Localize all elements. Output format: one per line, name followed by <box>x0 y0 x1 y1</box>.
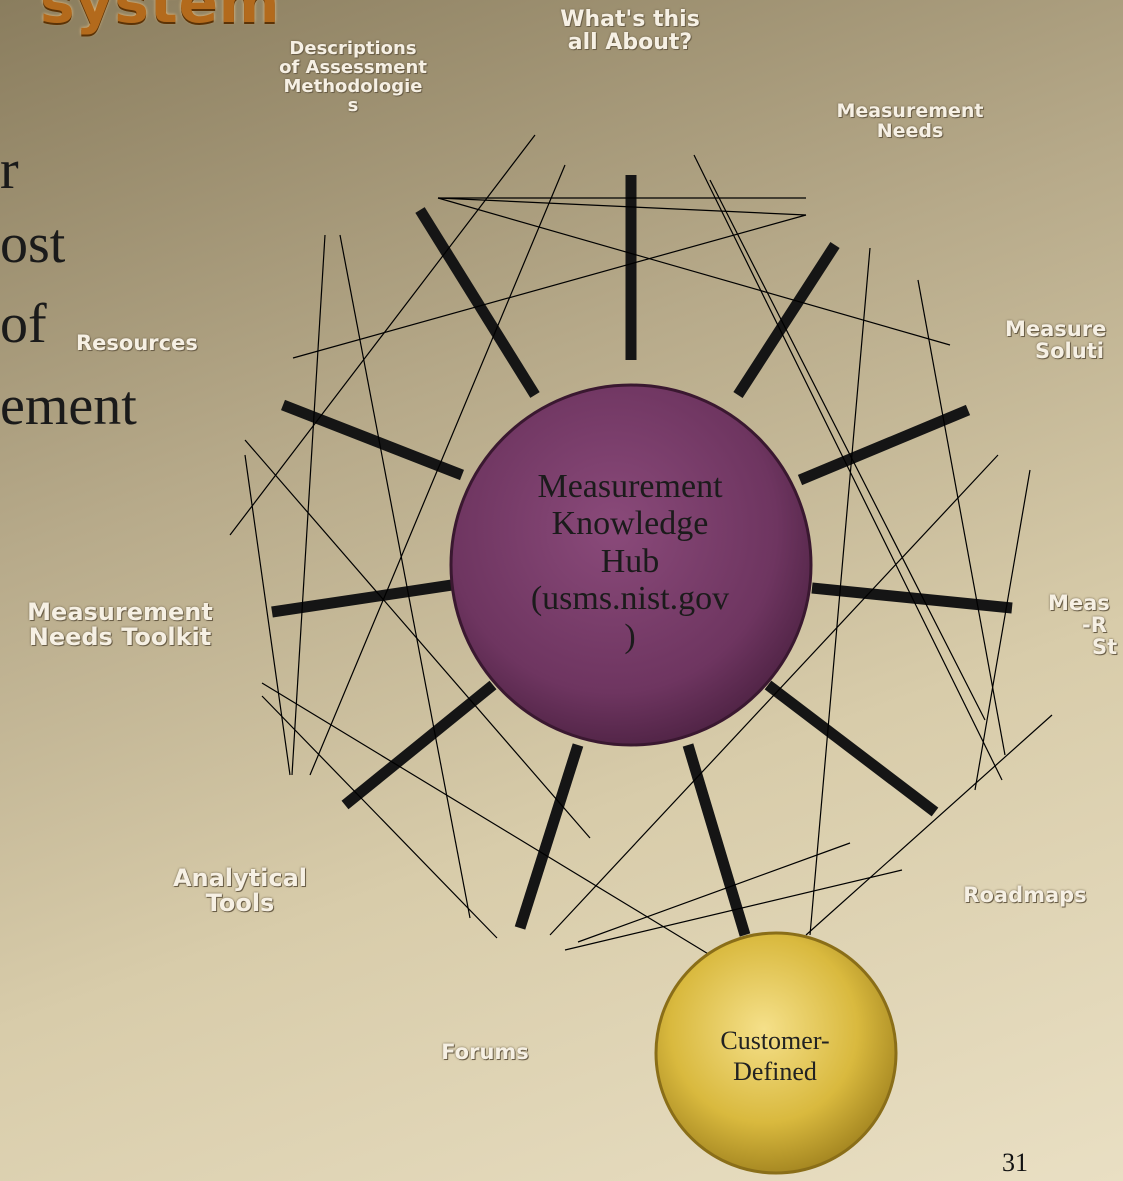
spoke-label-resources: Resources <box>76 331 198 355</box>
page-number: 31 <box>1002 1148 1028 1177</box>
spoke-toolkit <box>271 579 453 618</box>
spoke-roadmaps <box>764 680 939 817</box>
spoke-resources <box>280 399 465 481</box>
spoke-analytical <box>341 680 497 810</box>
body-text-line-2: ost <box>0 213 66 275</box>
spoke-customer <box>682 743 751 937</box>
body-text-line-4: ement <box>0 375 137 437</box>
slide-title-fragment: system <box>40 0 281 36</box>
customer-defined-circle <box>654 931 898 1175</box>
spoke-solutions <box>797 404 971 486</box>
spoke-label-forums: Forums <box>441 1040 529 1064</box>
spoke-forums <box>514 743 584 930</box>
spoke-descriptions <box>415 207 540 398</box>
hub-circle <box>449 383 813 747</box>
spoke-needs <box>733 242 840 398</box>
body-text-line-3: of <box>0 293 47 355</box>
spoke-label-roadmaps: Roadmaps <box>963 883 1087 907</box>
hub-label: Measurement Knowledge Hub (usms.nist.gov… <box>530 468 730 655</box>
body-text-line-1: r <box>0 139 19 201</box>
customer-defined-label: Customer- Defined <box>720 1026 830 1087</box>
cross-lines <box>229 134 1053 956</box>
